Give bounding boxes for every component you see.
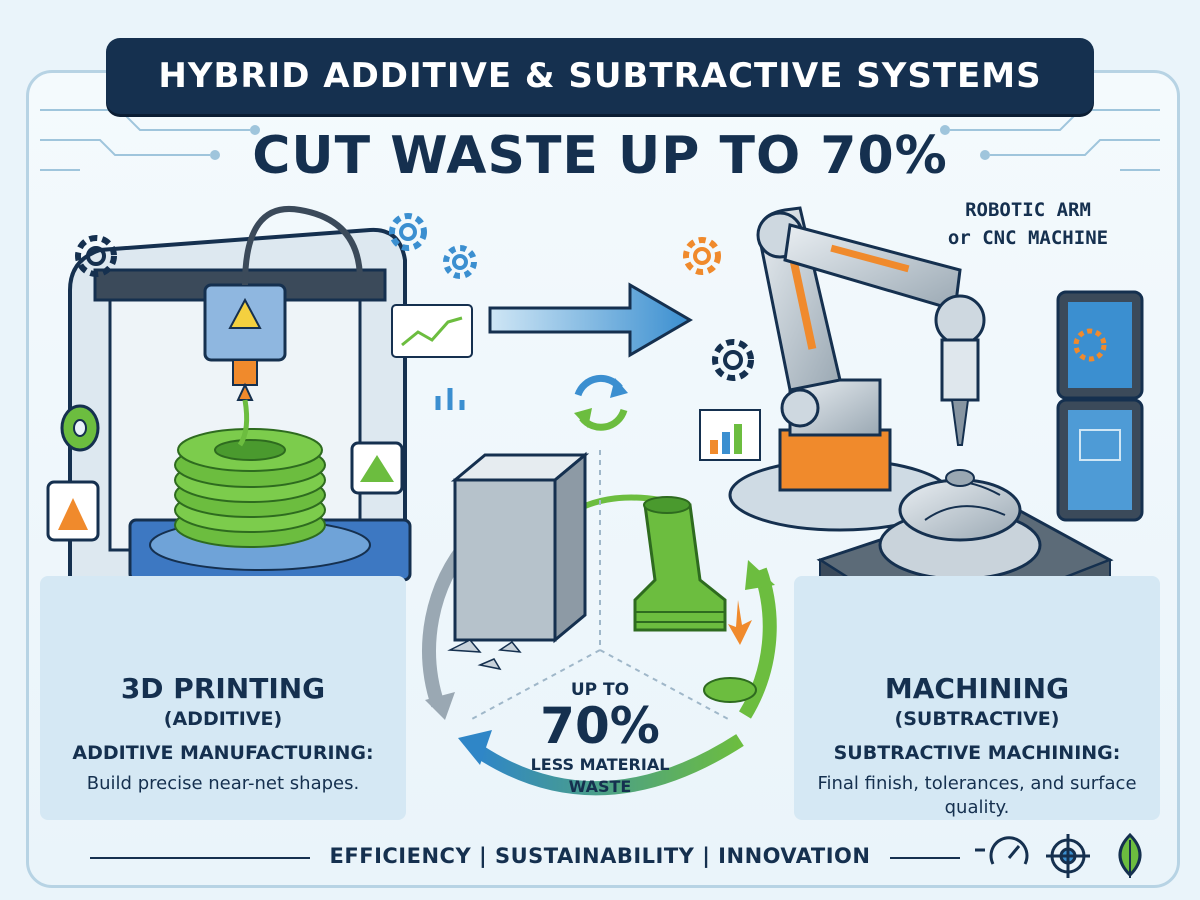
page-title: HYBRID ADDITIVE & SUBTRACTIVE SYSTEMS xyxy=(158,56,1042,96)
material-powder-icon xyxy=(46,480,100,542)
page-subtitle: CUT WASTE UP TO 70% xyxy=(252,126,948,186)
footer-tagline: EFFICIENCY | SUSTAINABILITY | INNOVATION xyxy=(329,844,871,868)
circuit-lines-right xyxy=(940,109,1160,171)
title-banner: HYBRID ADDITIVE & SUBTRACTIVE SYSTEMS xyxy=(106,38,1094,114)
material-cycle-diagram xyxy=(422,450,777,796)
leaf-icon xyxy=(1118,832,1142,878)
footer-divider-right xyxy=(890,857,960,859)
center-label-line-2: WASTE xyxy=(568,777,632,796)
center-label: LESS MATERIAL WASTE xyxy=(470,754,730,798)
target-icon xyxy=(1046,834,1090,878)
gear-icon xyxy=(683,237,721,275)
recycle-icon xyxy=(574,375,628,431)
raw-material-block-illustration xyxy=(447,451,590,671)
additive-key: ADDITIVE MANUFACTURING: xyxy=(72,742,374,764)
process-arrow-icon xyxy=(488,282,693,358)
gear-icon xyxy=(443,245,477,279)
center-value: 70% xyxy=(540,697,660,755)
gear-icon xyxy=(75,235,117,277)
subtractive-description: Final finish, tolerances, and surface qu… xyxy=(817,773,1137,818)
subtractive-key: SUBTRACTIVE MACHINING: xyxy=(833,742,1121,764)
additive-panel: 3D PRINTING (ADDITIVE) ADDITIVE MANUFACT… xyxy=(40,576,406,820)
speedometer-icon xyxy=(975,836,1029,865)
material-powder-icon xyxy=(350,441,404,495)
bar-chart-icon xyxy=(699,409,761,461)
bar-chart-icon xyxy=(435,388,465,410)
gear-icon xyxy=(389,213,427,251)
3d-printer-illustration xyxy=(68,205,412,615)
additive-description: Build precise near-net shapes. xyxy=(86,773,360,794)
near-net-part-illustration xyxy=(633,496,757,703)
machine-callout: ROBOTIC ARM or CNC MACHINE xyxy=(918,196,1138,252)
additive-subheading: (ADDITIVE) xyxy=(163,708,283,730)
line-chart-card-icon xyxy=(391,304,473,358)
filament-spool-icon xyxy=(60,404,100,452)
subtractive-heading: MACHINING xyxy=(884,672,1070,705)
subtractive-panel: MACHINING (SUBTRACTIVE) SUBTRACTIVE MACH… xyxy=(794,576,1160,820)
control-monitor-icon xyxy=(1056,398,1144,522)
circuit-lines-left xyxy=(40,109,260,171)
subtractive-subheading: (SUBTRACTIVE) xyxy=(894,708,1060,730)
center-prefix: UP TO xyxy=(570,680,630,700)
additive-heading: 3D PRINTING xyxy=(120,672,326,705)
callout-line-2: or CNC MACHINE xyxy=(947,227,1109,249)
callout-line-1: ROBOTIC ARM xyxy=(965,199,1091,221)
center-label-line-1: LESS MATERIAL xyxy=(530,755,670,774)
robotic-arm-illustration xyxy=(728,206,986,532)
gear-icon xyxy=(712,339,754,381)
footer-divider-left xyxy=(90,857,310,859)
control-monitor-icon xyxy=(1056,290,1144,400)
